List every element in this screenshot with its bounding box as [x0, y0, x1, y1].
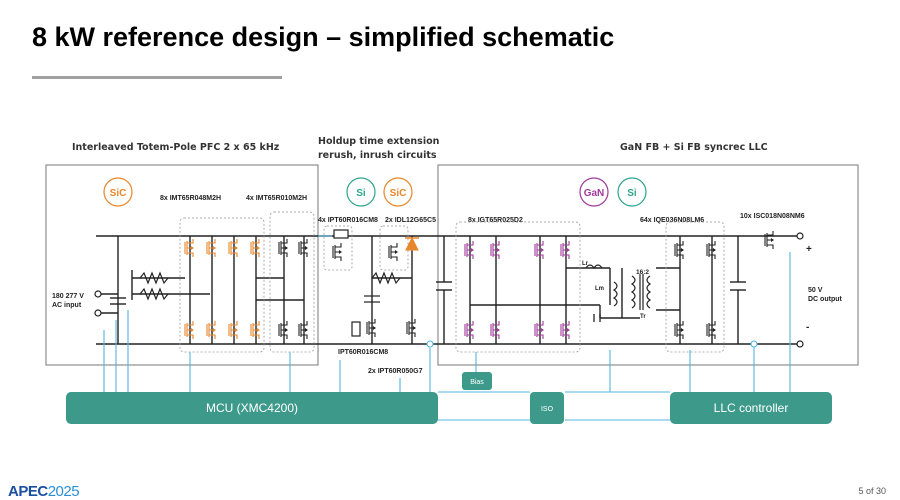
switch-glyph: [250, 239, 260, 257]
switch-glyph: [674, 241, 684, 259]
switch-glyph: [206, 321, 216, 339]
switch-glyph: [464, 321, 474, 339]
switch-glyph: [490, 321, 500, 339]
mcu-label: MCU (XMC4200): [206, 401, 298, 415]
holdup-section-header-line2: rerush, inrush circuits: [318, 150, 437, 161]
switch-glyph: [332, 243, 342, 261]
holdup-diode: [405, 236, 419, 251]
svg-text:Si: Si: [356, 188, 366, 199]
llc-controller-block: LLC controller: [670, 392, 832, 424]
llc-controller-label: LLC controller: [714, 401, 789, 415]
transformer: [585, 264, 652, 310]
svg-text:SiC: SiC: [390, 188, 407, 199]
or-fet-label: 10x ISC018N08NM6: [740, 213, 805, 220]
llc-section-box: [437, 164, 859, 366]
slide-title: 8 kW reference design – simplified schem…: [32, 22, 615, 52]
holdup-low2-label: 2x IPT60R050G7: [368, 368, 423, 375]
si-badge-mid: Si: [346, 177, 376, 207]
pfc-section-box: [45, 164, 319, 366]
sync-rect-label: 64x IQE036N08LM6: [640, 217, 704, 224]
switch-glyph: [366, 319, 376, 337]
llc-section-header: GaN FB + Si FB syncrec LLC: [620, 142, 768, 153]
switch-glyph: [560, 241, 570, 259]
lm-label: Lm: [595, 286, 604, 292]
holdup-diode-label: 2x IDL12G65C5: [385, 217, 436, 224]
switch-glyph: [278, 321, 288, 339]
switch-glyph: [298, 321, 308, 339]
holdup-low-label: IPT60R016CM8: [338, 349, 388, 356]
svg-text:SiC: SiC: [110, 188, 127, 199]
pfc-inductors: [139, 271, 401, 301]
switch-glyph: [764, 231, 774, 249]
apec-logo: APEC2025: [8, 483, 80, 500]
switch-glyph: [534, 241, 544, 259]
holdup-passives: [333, 229, 380, 337]
pfc-section-header: Interleaved Totem-Pole PFC 2 x 65 kHz: [72, 142, 280, 153]
switch-glyph: [406, 319, 416, 337]
dc-plus-label: +: [806, 244, 812, 255]
dc-output-line2: DC output: [808, 296, 842, 303]
switch-glyph: [388, 243, 398, 261]
holdup-section-header-line1: Holdup time extension: [318, 136, 440, 147]
switch-glyph: [184, 239, 194, 257]
sic-badge-left: SiC: [103, 177, 133, 207]
svg-text:GaN: GaN: [584, 188, 605, 199]
title-underline: [32, 76, 282, 79]
switch-glyph: [706, 241, 716, 259]
si-badge-right: Si: [617, 177, 647, 207]
gan-badge-right: GaN: [579, 177, 609, 207]
svg-text:Si: Si: [627, 188, 637, 199]
turns-ratio-label: 16:2: [636, 269, 649, 276]
resonant-capacitor: [593, 314, 601, 322]
switch-glyph: [228, 321, 238, 339]
bias-block: Bias: [462, 372, 492, 390]
ac-input-line1: 180 277 V: [52, 293, 84, 300]
switch-glyph: [490, 241, 500, 259]
ac-input-line2: AC input: [52, 302, 82, 309]
pfc-fast-label: 8x IMT65R048M2H: [160, 195, 221, 202]
switch-glyph: [250, 321, 260, 339]
sic-badge-mid: SiC: [383, 177, 413, 207]
pfc-slow-label: 4x IMT65R010M2H: [246, 195, 307, 202]
dc-output-line1: 50 V: [808, 287, 823, 294]
page-number: 5 of 30: [858, 486, 886, 496]
mcu-block: MCU (XMC4200): [66, 392, 438, 424]
switch-glyph: [278, 239, 288, 257]
switch-glyph: [674, 321, 684, 339]
gan-bridge-label: 8x IGT65R025D2: [468, 217, 523, 224]
switch-glyph: [184, 321, 194, 339]
power-wiring: [96, 235, 800, 345]
iso-label: ISO: [541, 406, 554, 413]
switch-glyph: [298, 239, 308, 257]
switch-glyph: [560, 321, 570, 339]
switch-symbols: [184, 231, 774, 339]
switch-glyph: [534, 321, 544, 339]
switch-glyph: [206, 239, 216, 257]
switch-glyph: [228, 239, 238, 257]
switch-glyph: [706, 321, 716, 339]
switch-glyph: [464, 241, 474, 259]
dc-minus-label: -: [806, 322, 809, 333]
iso-block: ISO: [530, 392, 564, 424]
holdup-mosfet-label: 4x IPT60R016CM8: [318, 217, 378, 224]
tr-label: Tr: [640, 314, 646, 320]
control-wiring: [103, 235, 791, 421]
terminals: [94, 232, 804, 348]
lr-label: Lr: [582, 261, 589, 267]
input-capacitor: [110, 297, 126, 305]
bias-label: Bias: [470, 379, 484, 386]
